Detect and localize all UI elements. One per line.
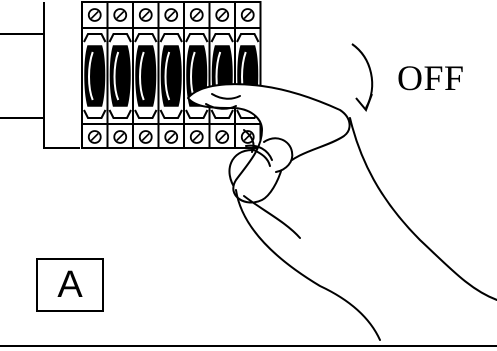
curved-arrow-down-icon xyxy=(351,43,374,112)
breaker-module xyxy=(183,2,209,148)
breaker-module xyxy=(81,2,107,148)
panel-label-box: A xyxy=(36,258,104,312)
breaker-module xyxy=(132,2,158,148)
breaker-module xyxy=(208,2,234,148)
breaker-module xyxy=(106,2,132,148)
baseline-divider xyxy=(0,345,497,347)
panel-label: A xyxy=(57,264,83,306)
breaker-toggle xyxy=(160,45,182,107)
breaker-toggle xyxy=(135,45,157,107)
breaker-row xyxy=(81,1,262,149)
hand-icon xyxy=(187,83,497,341)
panel-enclosure xyxy=(0,2,80,149)
breaker-module xyxy=(157,2,183,148)
breaker-toggle xyxy=(84,45,106,107)
breaker-module xyxy=(234,2,260,148)
off-label: OFF xyxy=(397,58,465,98)
breaker-toggle xyxy=(109,45,131,107)
